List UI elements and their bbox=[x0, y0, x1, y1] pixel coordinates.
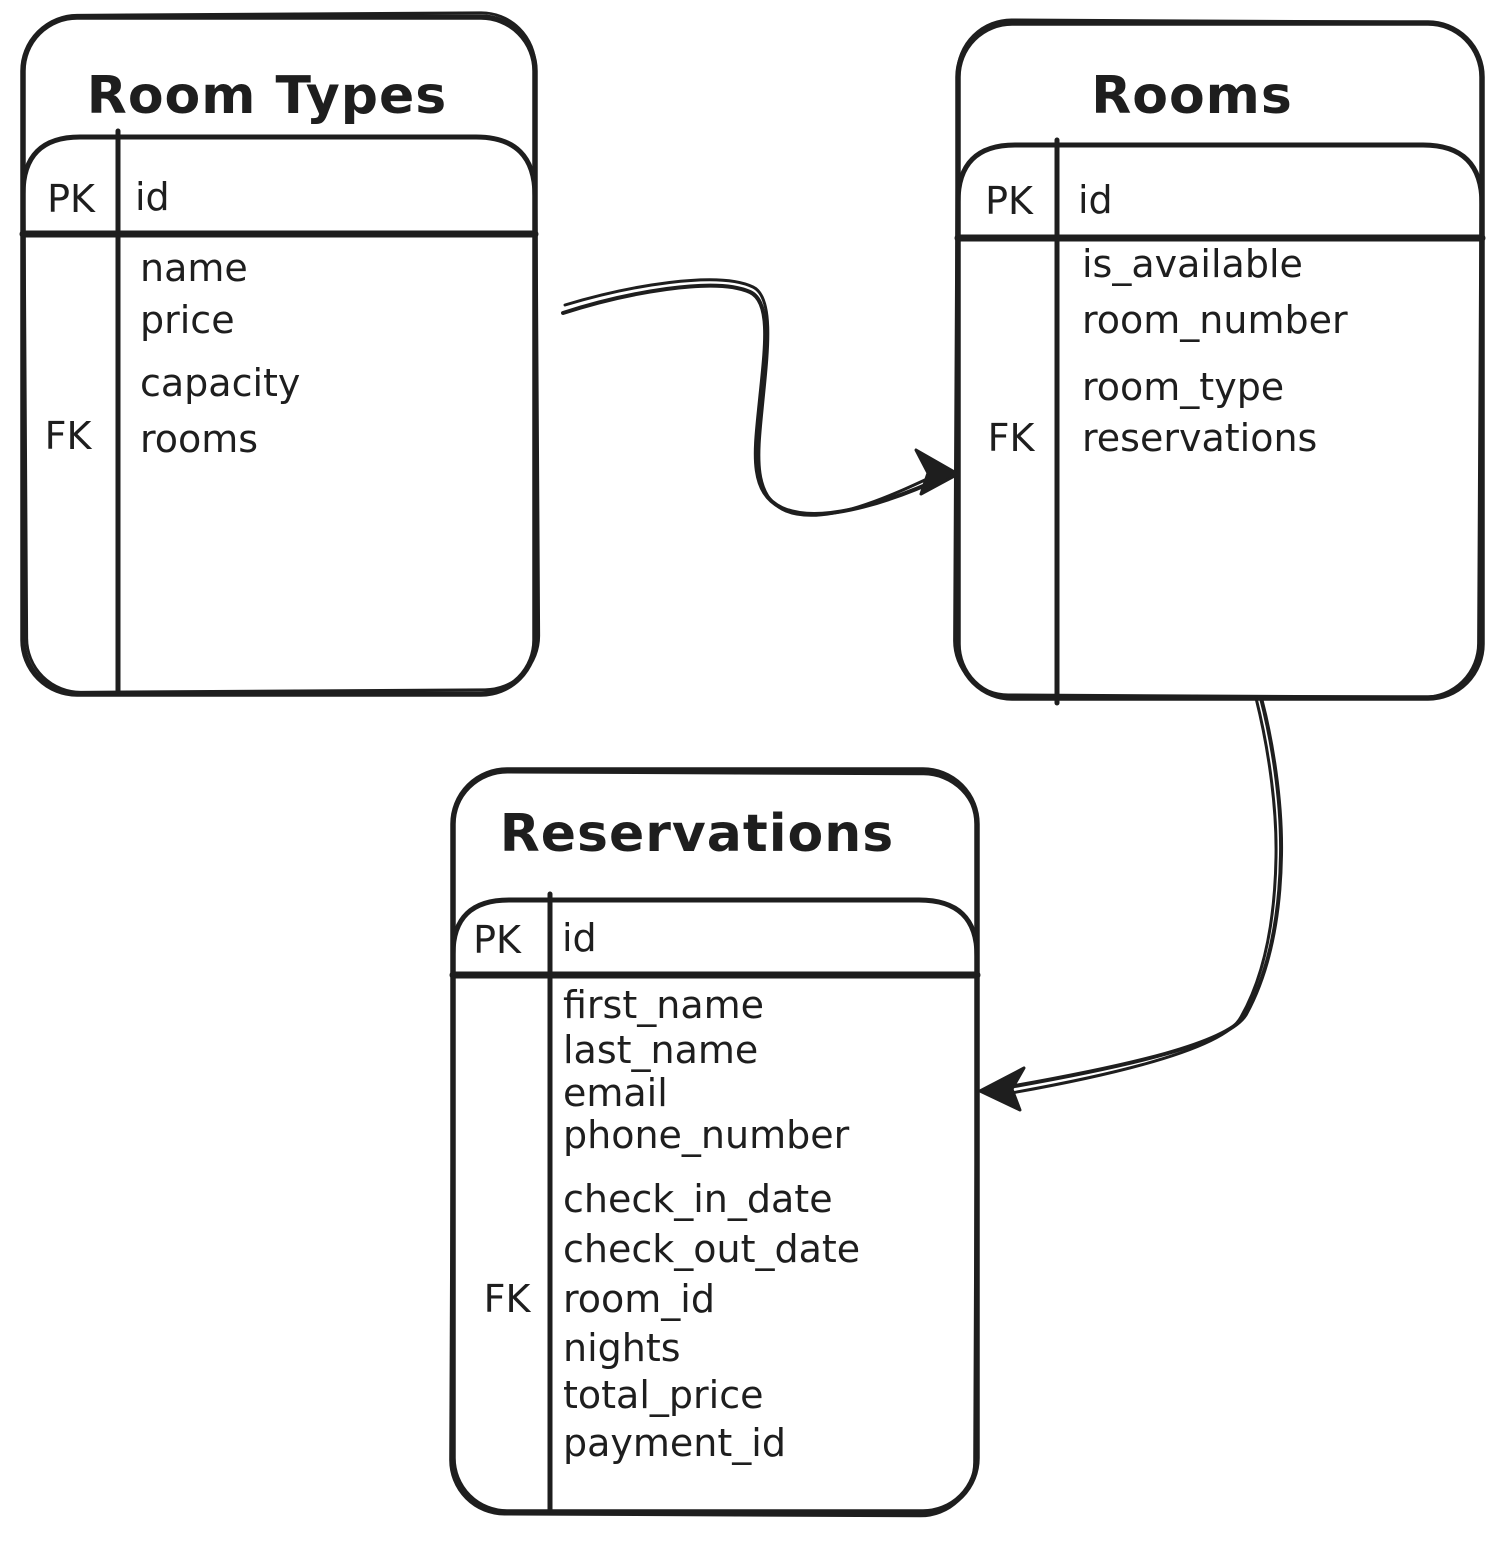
table-outline bbox=[20, 14, 538, 697]
field-label: is_available bbox=[1082, 242, 1303, 286]
table-reservations[interactable]: Reservations PK id first_name last_name … bbox=[449, 767, 981, 1518]
field-label: room_type bbox=[1082, 365, 1284, 409]
pk-key-label: PK bbox=[473, 918, 522, 962]
field-label: check_in_date bbox=[563, 1177, 833, 1221]
relationship-rooms-reservations[interactable] bbox=[978, 696, 1284, 1112]
table-rooms[interactable]: Rooms PK id is_available room_number roo… bbox=[953, 18, 1486, 706]
field-label: check_out_date bbox=[563, 1227, 860, 1271]
field-label: name bbox=[140, 246, 248, 290]
table-title: Room Types bbox=[87, 66, 447, 126]
fk-key-label: FK bbox=[45, 414, 93, 458]
sketch-stroke bbox=[21, 11, 541, 694]
field-label: reservations bbox=[1082, 416, 1317, 460]
table-header-outline bbox=[450, 897, 980, 978]
relationship-room-types-rooms[interactable] bbox=[561, 278, 960, 517]
pk-key-label: PK bbox=[47, 177, 96, 221]
pk-field-label: id bbox=[562, 916, 597, 960]
fk-key-label: FK bbox=[484, 1277, 532, 1321]
field-label: phone_number bbox=[563, 1113, 850, 1157]
fk-key-label: FK bbox=[988, 416, 1036, 460]
field-label: rooms bbox=[140, 417, 258, 461]
table-header-outline bbox=[955, 142, 1485, 241]
table-header-outline bbox=[20, 134, 538, 237]
sketch-stroke bbox=[998, 696, 1278, 1097]
field-label: price bbox=[140, 298, 235, 342]
pk-field-label: id bbox=[1078, 178, 1113, 222]
table-room-types[interactable]: Room Types PK id name price capacity FK … bbox=[19, 11, 541, 697]
pk-field-label: id bbox=[135, 175, 170, 219]
sketch-stroke bbox=[953, 18, 1483, 699]
field-label: total_price bbox=[563, 1373, 763, 1417]
table-title: Rooms bbox=[1091, 66, 1293, 126]
pk-key-label: PK bbox=[985, 179, 1034, 223]
field-label: payment_id bbox=[563, 1421, 786, 1465]
arrowhead-icon bbox=[914, 448, 960, 496]
field-label: last_name bbox=[563, 1028, 758, 1072]
arrowhead-icon bbox=[978, 1066, 1026, 1112]
field-label: email bbox=[563, 1071, 668, 1115]
table-title: Reservations bbox=[500, 804, 895, 864]
table-outline bbox=[955, 20, 1485, 701]
field-label: nights bbox=[563, 1326, 681, 1370]
field-label: room_number bbox=[1082, 298, 1348, 342]
sketch-stroke bbox=[449, 770, 979, 1518]
connector-line bbox=[561, 283, 948, 516]
sketch-stroke bbox=[563, 278, 946, 517]
field-label: capacity bbox=[140, 361, 300, 405]
field-label: first_name bbox=[563, 983, 764, 1027]
field-label: room_id bbox=[563, 1277, 715, 1321]
connector-line bbox=[996, 696, 1284, 1091]
